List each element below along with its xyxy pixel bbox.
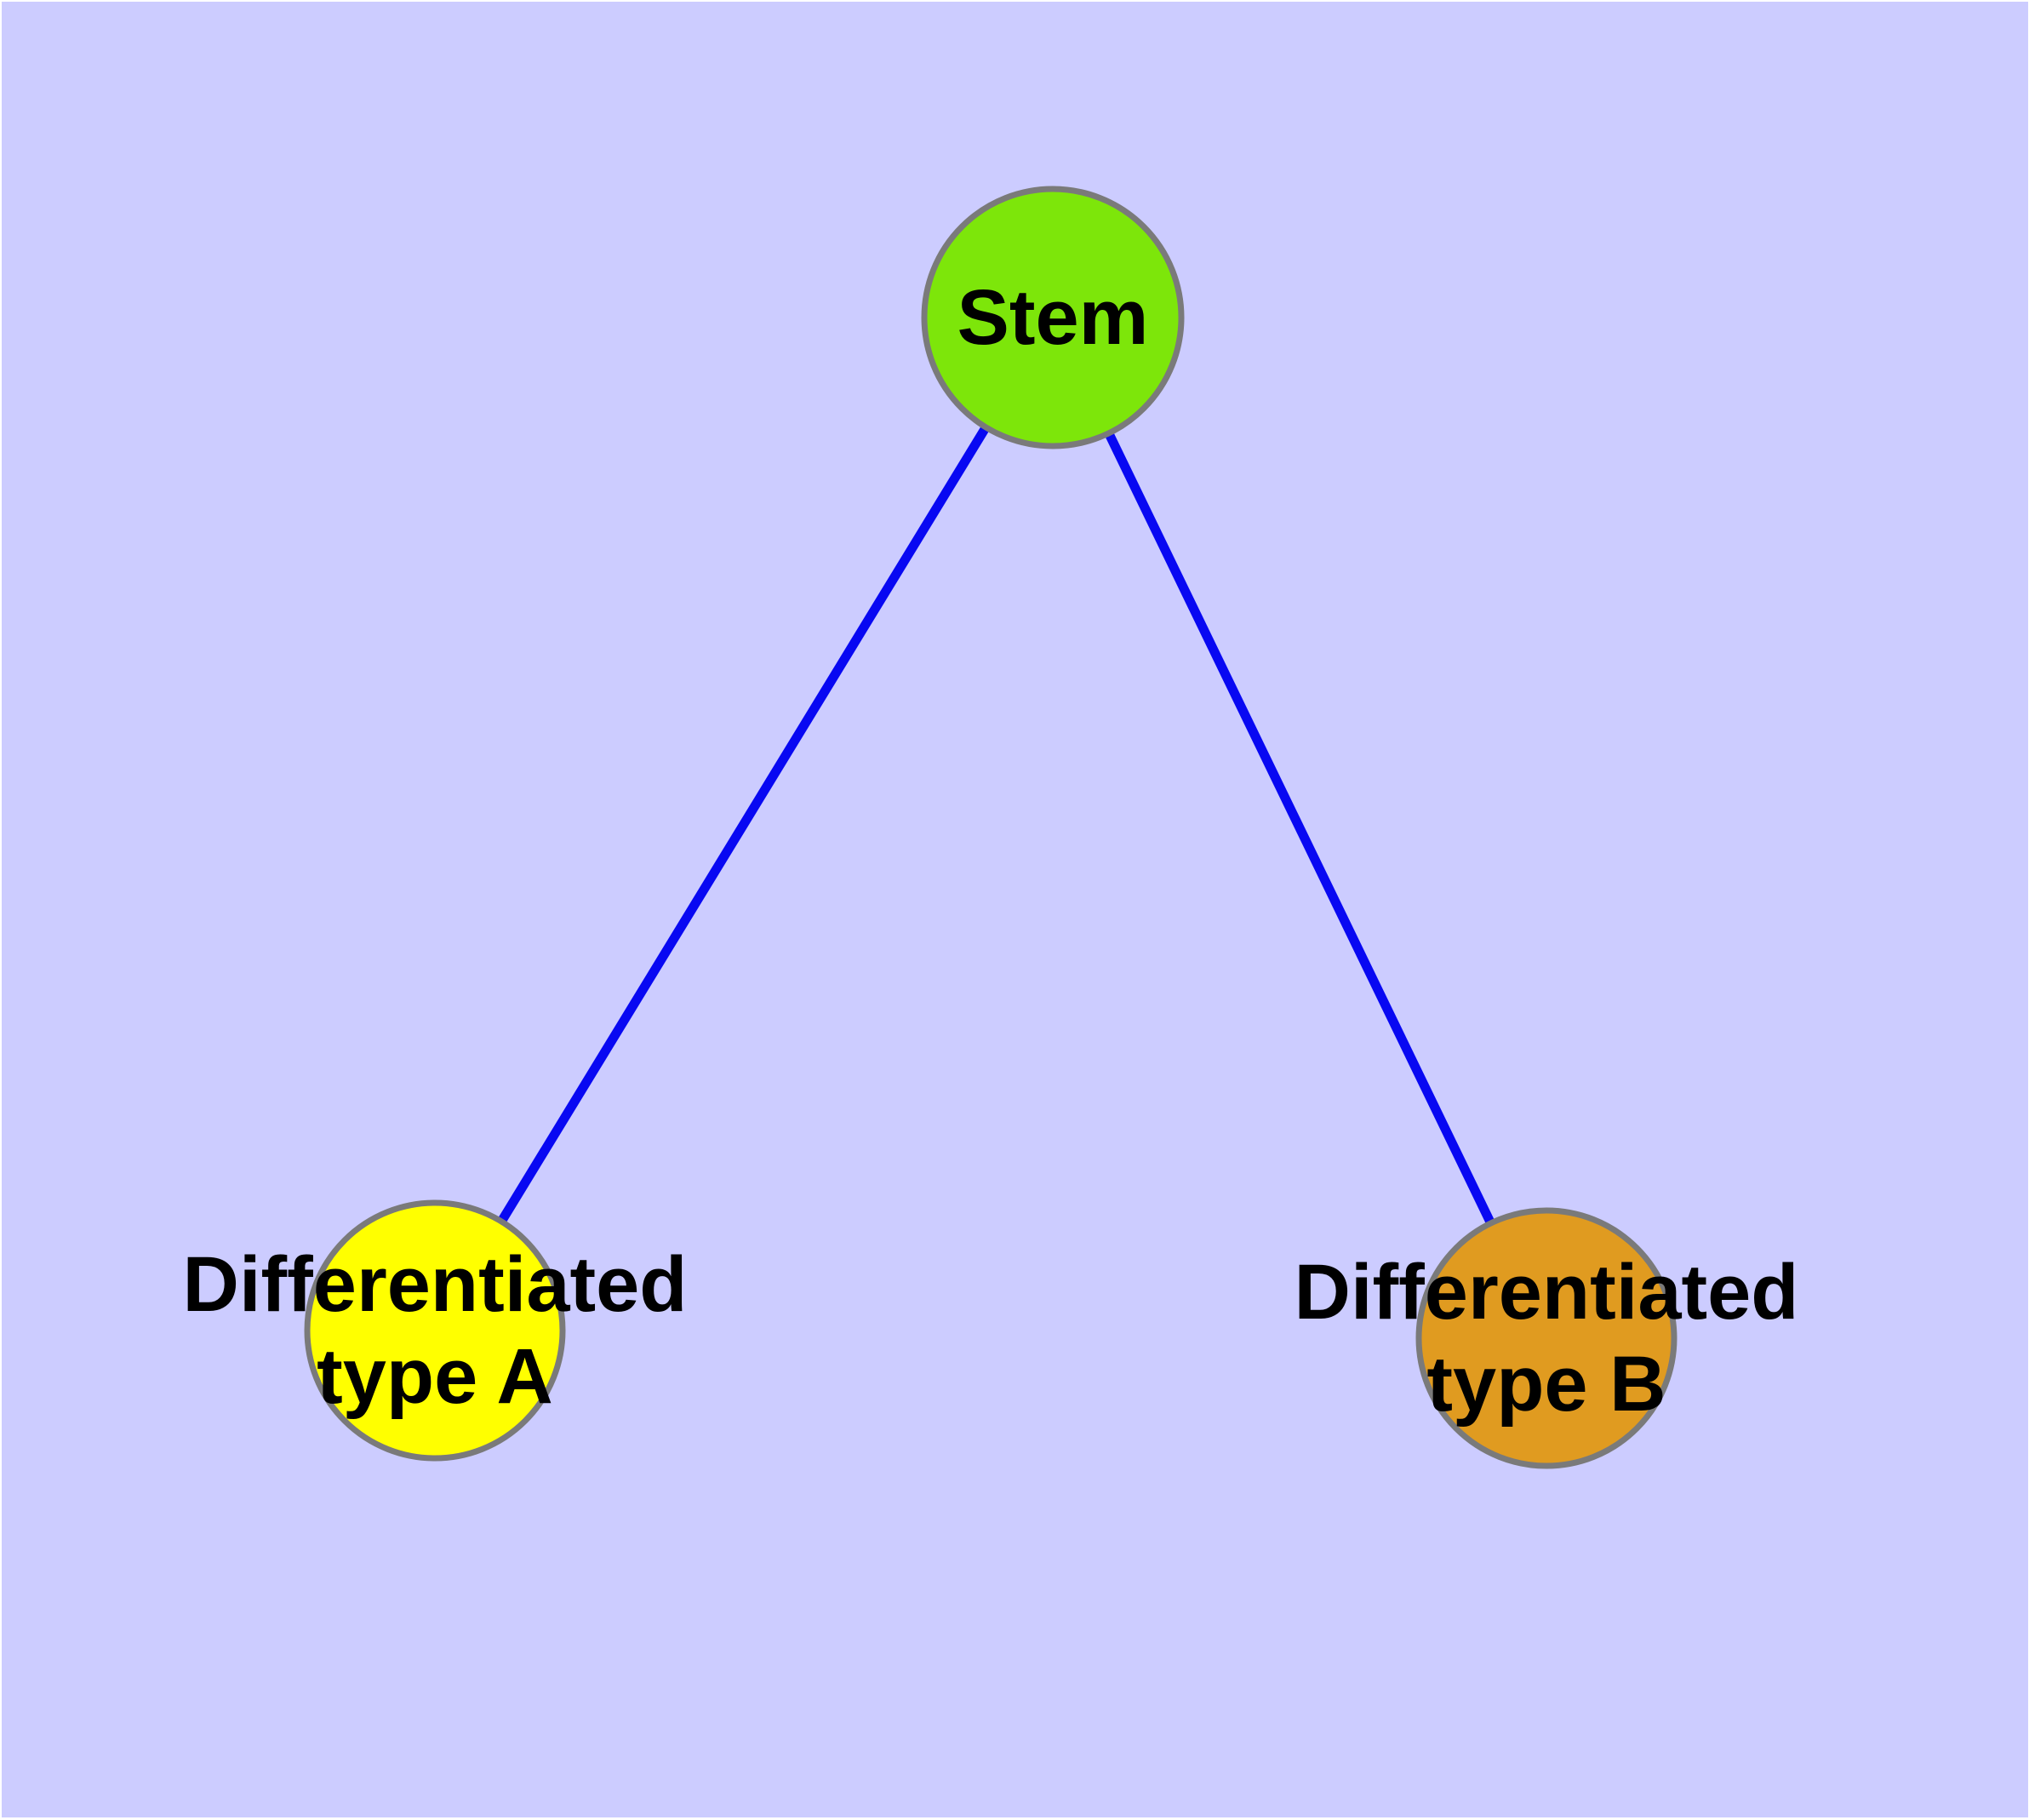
edge-stem-to-differentiated-type-a <box>431 315 1057 1333</box>
node-differentiated-type-a <box>304 1199 566 1462</box>
node-label-line: Differentiated <box>1294 1249 1799 1336</box>
node-label-line: Differentiated <box>182 1241 688 1328</box>
node-label-line: type B <box>1426 1341 1666 1428</box>
node-label-stem: Stem <box>957 272 1149 363</box>
node-stem <box>921 186 1185 449</box>
node-label-line: type A <box>317 1333 553 1420</box>
edge-stem-to-differentiated-type-b <box>1049 315 1551 1341</box>
node-differentiated-type-b <box>1415 1207 1677 1469</box>
node-label-line: Stem <box>957 274 1149 361</box>
